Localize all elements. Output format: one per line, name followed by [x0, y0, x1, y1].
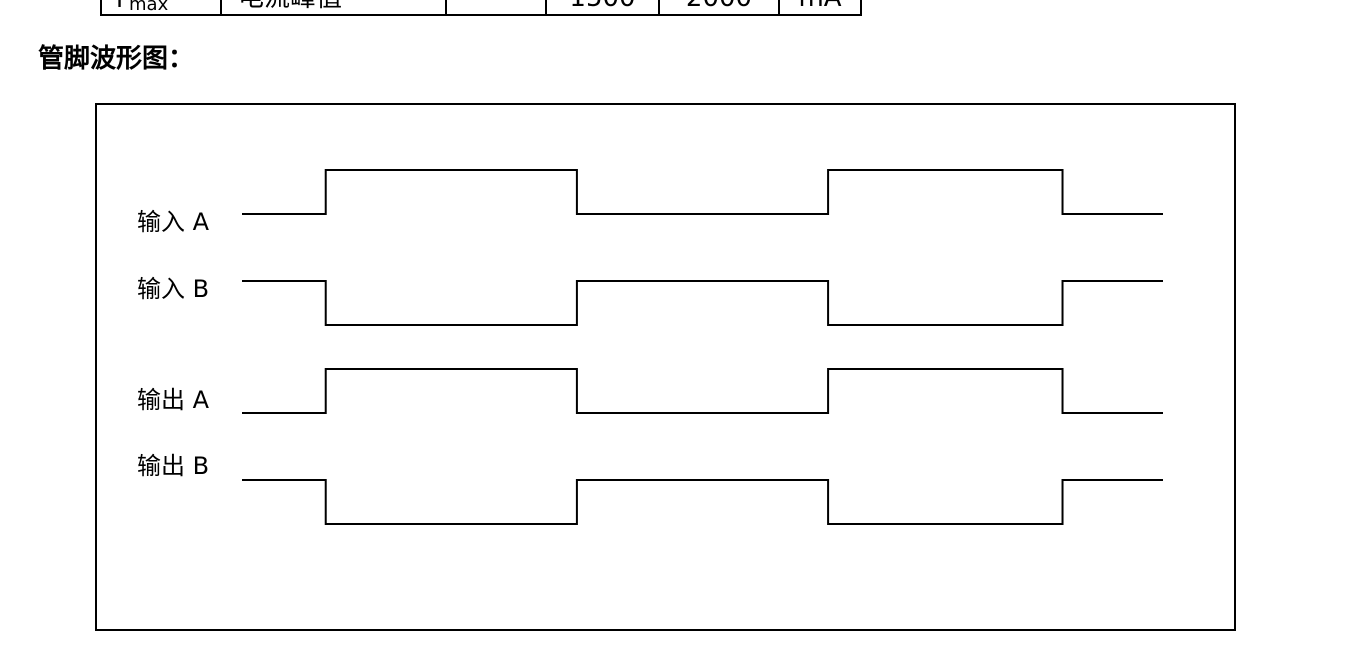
- table-cell-min: [447, 0, 547, 14]
- waveform-input-b: [242, 280, 1163, 326]
- signal-label-input-a: 输入 A: [137, 208, 210, 236]
- section-title: 管脚波形图：: [38, 44, 195, 74]
- signal-label-output-a: 输出 A: [137, 386, 210, 414]
- signal-label-output-b: 输出 B: [137, 452, 210, 480]
- waveform-input-a: [242, 169, 1163, 215]
- signal-label-input-b: 输入 B: [137, 275, 210, 303]
- table-cell-param: 电流峰值: [222, 0, 447, 14]
- table-cell-typ: 1500: [547, 0, 660, 14]
- table-symbol: I: [116, 0, 123, 14]
- waveform-output-b: [242, 479, 1163, 525]
- waveform-diagram-frame: [95, 103, 1236, 631]
- table-typ: 1500: [547, 0, 658, 13]
- spec-table-row: I max 电流峰值 1500 2000 mA: [100, 0, 862, 16]
- table-max: 2000: [660, 0, 778, 13]
- waveform-output-a: [242, 368, 1163, 414]
- table-symbol-subscript: max: [129, 0, 169, 14]
- table-cell-max: 2000: [660, 0, 780, 14]
- table-unit: mA: [780, 0, 860, 13]
- table-cell-unit: mA: [780, 0, 860, 14]
- table-cell-symbol: I max: [102, 0, 222, 14]
- table-param-name: 电流峰值: [238, 0, 342, 13]
